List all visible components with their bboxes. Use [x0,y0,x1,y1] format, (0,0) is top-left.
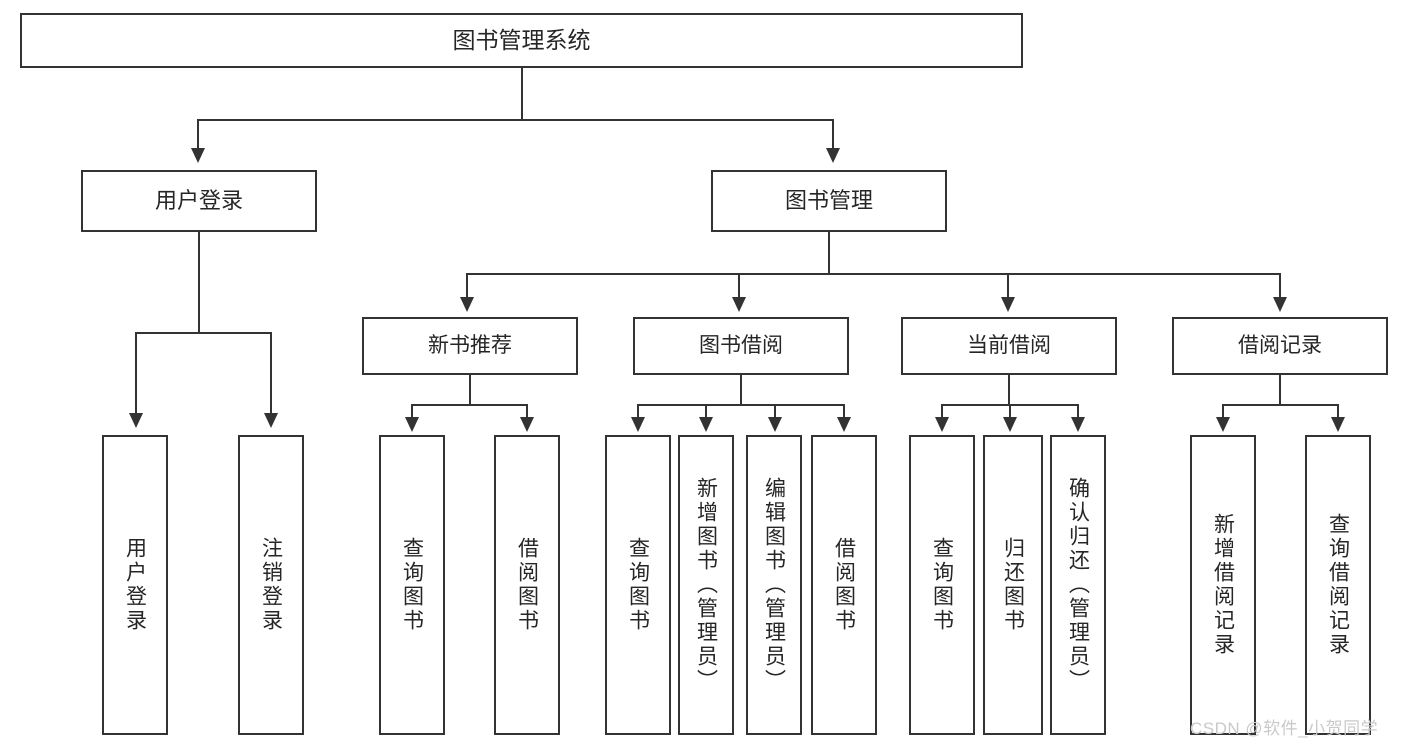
connector-bookborrow-to-leaf3 [774,404,776,419]
connector-newbook-to-leaf1 [411,404,413,419]
leaf-query-borrow-record[interactable]: 查询借阅记录 [1305,435,1371,735]
node-label: 图书借阅 [699,334,783,358]
leaf-confirm-return-admin[interactable]: 确认归还（管理员） [1050,435,1106,735]
leaf-logout[interactable]: 注销登录 [238,435,304,735]
node-label: 确认归还（管理员） [1066,477,1090,693]
arrow-bookborrow-to-leaf4 [837,417,851,432]
connector-root-bus [197,119,834,121]
node-new-book-recommend[interactable]: 新书推荐 [362,317,578,375]
arrow-bookborrow-to-leaf1 [631,417,645,432]
connector-userlogin-to-leaf2 [270,332,272,415]
arrow-userlogin-to-leaf2 [264,413,278,428]
node-label: 借阅图书 [832,537,856,633]
connector-root-to-bookmgmt [832,119,834,150]
arrow-bookborrow-to-leaf3 [768,417,782,432]
connector-bookmgmt-to-record [1279,273,1281,299]
connector-newbook-to-leaf2 [526,404,528,419]
connector-borrowrecord-to-leaf2 [1337,404,1339,419]
connector-currentborrow-to-leaf1 [941,404,943,419]
connector-root-stem [521,68,523,120]
leaf-borrow-book[interactable]: 借阅图书 [811,435,877,735]
connector-bookborrow-to-leaf1 [637,404,639,419]
node-root-system[interactable]: 图书管理系统 [20,13,1023,68]
connector-bookmgmt-to-current [1007,273,1009,299]
connector-bookborrow-stem [740,375,742,405]
connector-borrowrecord-to-leaf1 [1222,404,1224,419]
connector-bookborrow-to-leaf2 [705,404,707,419]
connector-userlogin-to-leaf1 [135,332,137,415]
arrow-currentborrow-to-leaf1 [935,417,949,432]
leaf-query-book-recommend[interactable]: 查询图书 [379,435,445,735]
arrow-currentborrow-to-leaf2 [1003,417,1017,432]
node-label: 当前借阅 [967,334,1051,358]
arrow-root-to-userlogin [191,148,205,163]
node-user-login[interactable]: 用户登录 [81,170,317,232]
node-label: 新增借阅记录 [1211,513,1235,657]
node-book-management[interactable]: 图书管理 [711,170,947,232]
leaf-edit-book-admin[interactable]: 编辑图书（管理员） [746,435,802,735]
node-label: 用户登录 [154,187,243,213]
connector-newbook-bus [411,404,528,406]
node-label: 图书管理系统 [452,26,591,53]
connector-borrowrecord-stem [1279,375,1281,405]
arrow-bookmgmt-to-newbook [460,297,474,312]
leaf-add-book-admin[interactable]: 新增图书（管理员） [678,435,734,735]
connector-bookmgmt-bus [466,273,1281,275]
arrow-root-to-bookmgmt [826,148,840,163]
connector-userlogin-bus [135,332,272,334]
node-label: 查询图书 [930,537,954,633]
connector-bookmgmt-to-borrow [738,273,740,299]
connector-currentborrow-stem [1008,375,1010,405]
leaf-user-login[interactable]: 用户登录 [102,435,168,735]
node-label: 归还图书 [1001,537,1025,633]
node-label: 图书管理 [784,187,873,213]
arrow-bookmgmt-to-current [1001,297,1015,312]
node-borrow-record[interactable]: 借阅记录 [1172,317,1388,375]
node-book-borrow[interactable]: 图书借阅 [633,317,849,375]
node-label: 借阅记录 [1238,334,1322,358]
connector-currentborrow-to-leaf2 [1009,404,1011,419]
leaf-borrow-book-recommend[interactable]: 借阅图书 [494,435,560,735]
node-label: 新增图书（管理员） [694,477,718,693]
connector-root-to-userlogin [197,119,199,150]
arrow-bookborrow-to-leaf2 [699,417,713,432]
node-label: 注销登录 [259,537,283,633]
arrow-newbook-to-leaf2 [520,417,534,432]
connector-bookborrow-bus [637,404,845,406]
node-label: 查询借阅记录 [1326,513,1350,657]
leaf-add-borrow-record[interactable]: 新增借阅记录 [1190,435,1256,735]
connector-bookborrow-to-leaf4 [843,404,845,419]
node-current-borrow[interactable]: 当前借阅 [901,317,1117,375]
leaf-query-book-borrow[interactable]: 查询图书 [605,435,671,735]
csdn-watermark: CSDN @软件_小贺同学 [1190,719,1379,738]
arrow-newbook-to-leaf1 [405,417,419,432]
arrow-bookmgmt-to-record [1273,297,1287,312]
arrow-borrowrecord-to-leaf2 [1331,417,1345,432]
node-label: 编辑图书（管理员） [762,477,786,693]
node-label: 新书推荐 [428,334,512,358]
connector-bookmgmt-to-newbook [466,273,468,299]
node-label: 用户登录 [123,537,147,633]
node-label: 借阅图书 [515,537,539,633]
connector-newbook-stem [469,375,471,405]
leaf-return-book[interactable]: 归还图书 [983,435,1043,735]
connector-userlogin-stem [198,232,200,333]
arrow-currentborrow-to-leaf3 [1071,417,1085,432]
leaf-query-book-current[interactable]: 查询图书 [909,435,975,735]
connector-currentborrow-to-leaf3 [1077,404,1079,419]
arrow-borrowrecord-to-leaf1 [1216,417,1230,432]
arrow-userlogin-to-leaf1 [129,413,143,428]
node-label: 查询图书 [626,537,650,633]
connector-borrowrecord-bus [1222,404,1339,406]
node-label: 查询图书 [400,537,424,633]
connector-bookmgmt-stem [828,232,830,274]
arrow-bookmgmt-to-borrow [732,297,746,312]
